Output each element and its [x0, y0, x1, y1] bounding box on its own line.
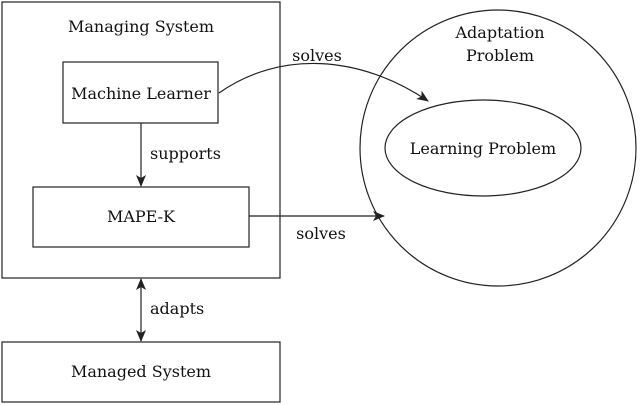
- learning-problem-label: Learning Problem: [410, 139, 556, 158]
- machine-learner-label: Machine Learner: [71, 84, 211, 103]
- mape-k-box: [32, 186, 250, 248]
- adapts-label: adapts: [150, 299, 204, 318]
- mape-solves-label: solves: [296, 224, 346, 243]
- supports-label: supports: [150, 144, 221, 163]
- adaptation-problem-node: Adaptation Problem: [359, 9, 637, 287]
- managed-system-box: [1, 341, 281, 403]
- managed-system-label: Managed System: [71, 362, 211, 381]
- adaptation-problem-label-line1: Adaptation: [454, 23, 544, 42]
- learning-problem-node: Learning Problem: [384, 99, 582, 197]
- mape-k-label: MAPE-K: [107, 207, 176, 226]
- adaptation-problem-label-line2: Problem: [466, 46, 534, 65]
- adaptation-problem-circle: [359, 9, 637, 287]
- learner-solves-arrow: [218, 62, 429, 102]
- edge-mape-solves-adaptation: solves: [249, 211, 385, 243]
- managing-system-label: Managing System: [68, 17, 214, 36]
- learning-problem-ellipse: [384, 99, 582, 197]
- mape-k-node: MAPE-K: [32, 186, 250, 248]
- edge-adapts: adapts: [136, 278, 204, 342]
- machine-learner-node: Machine Learner: [62, 61, 219, 124]
- edge-learner-solves-learning: solves: [218, 46, 429, 102]
- learner-solves-label: solves: [292, 46, 342, 65]
- edge-supports: supports: [136, 123, 221, 187]
- managed-system-node: Managed System: [1, 341, 281, 403]
